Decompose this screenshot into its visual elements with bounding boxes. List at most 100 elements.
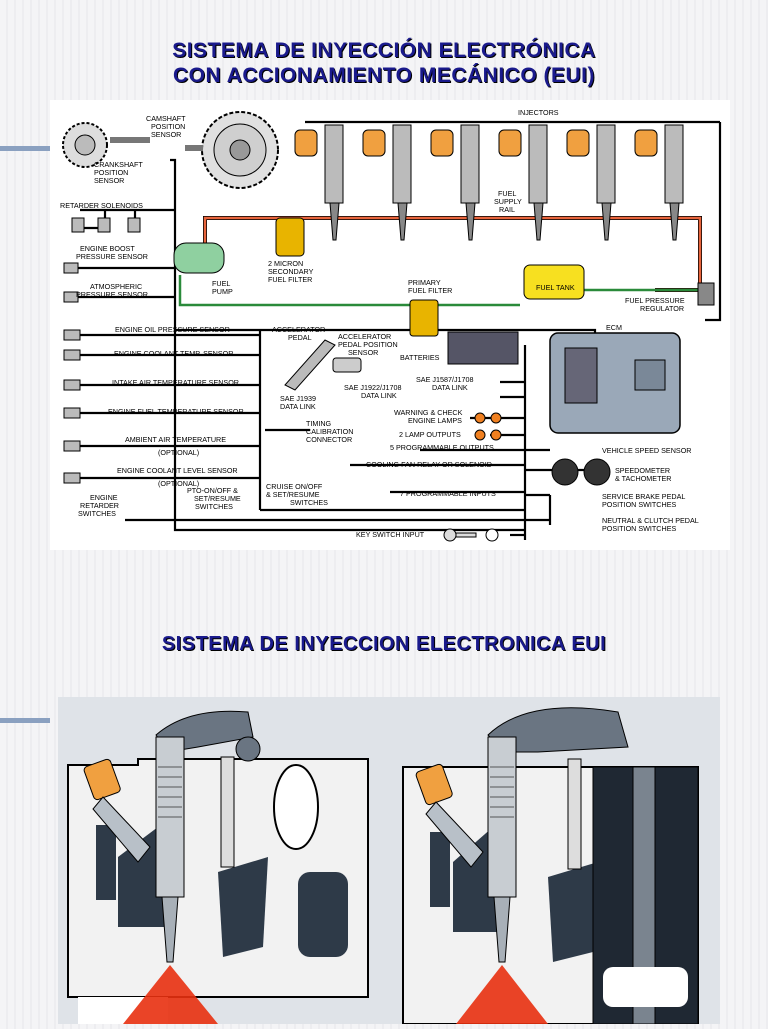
injector-icon — [634, 124, 684, 241]
key-icon — [443, 528, 499, 542]
injector-left-icon — [83, 736, 185, 963]
injector-icon — [498, 124, 548, 241]
eui-system-diagram: INJECTORS CAMSHAFT POSITION SENSOR CRANK… — [50, 100, 730, 550]
label-ecm: ECM — [606, 323, 622, 332]
fuel-tank-icon — [523, 264, 585, 300]
label-brake-2: POSITION SWITCHES — [602, 500, 676, 509]
wiring-harness — [78, 120, 722, 540]
label-aps-3: SENSOR — [348, 348, 378, 357]
label-boost-1: ENGINE BOOST — [80, 244, 135, 253]
slide-title-2: SISTEMA DE INYECCION ELECTRONICA EUI — [161, 633, 607, 655]
speedometer-icon — [551, 458, 579, 486]
label-j1587-2: DATA LINK — [432, 383, 468, 392]
label-warning-2: ENGINE LAMPS — [408, 416, 462, 425]
crankshaft-sensor-icon — [110, 137, 150, 143]
label-regulator-1: FUEL PRESSURE — [625, 296, 685, 305]
label-fuel-temp: ENGINE FUEL TEMPERATURE SENSOR — [108, 407, 244, 416]
fuel-pump-icon — [173, 242, 225, 274]
injector-icon — [430, 124, 480, 241]
label-atmospheric-1: ATMOSPHERIC — [90, 282, 142, 291]
label-cruise-1: CRUISE ON/OFF — [266, 482, 323, 491]
label-j1587-1: SAE J1587/J1708 — [416, 375, 474, 384]
label-intake-air: INTAKE AIR TEMPERATURE SENSOR — [112, 378, 239, 387]
injector-right-icon — [415, 736, 517, 963]
label-warning-1: WARNING & CHECK — [394, 408, 463, 417]
label-oil-pressure: ENGINE OIL PRESSURE SENSOR — [115, 325, 230, 334]
pressure-regulator-icon — [697, 282, 715, 306]
slide-title-line-1: SISTEMA DE INYECCIÓN ELECTRÓNICA — [172, 39, 596, 62]
label-j1939-1: SAE J1939 — [280, 394, 316, 403]
camshaft-gear-icon — [201, 111, 279, 189]
valve-stem-right — [567, 758, 582, 870]
eui-wiring-diagram: INJECTORS CAMSHAFT POSITION SENSOR CRANK… — [60, 108, 722, 542]
accent-bar-bottom — [0, 718, 50, 723]
label-retarder-solenoids: RETARDER SOLENOIDS — [60, 201, 143, 210]
valve-stem-left — [220, 756, 235, 868]
slide-title-line-2: CON ACCIONAMIENTO MECÁNICO (EUI) — [173, 64, 595, 87]
label-secondary-3: FUEL FILTER — [268, 275, 312, 284]
label-regulator-2: REGULATOR — [640, 304, 684, 313]
label-secondary-2: SECONDARY — [268, 267, 314, 276]
label-cruise-3: SWITCHES — [290, 498, 328, 507]
label-ambient-1: AMBIENT AIR TEMPERATURE — [125, 435, 226, 444]
batteries-icon — [447, 331, 519, 365]
accelerator-pedal-icon — [284, 339, 336, 391]
label-pto-2: SET/RESUME — [194, 494, 241, 503]
label-crankshaft-2: POSITION — [94, 168, 128, 177]
label-retarder-sw-3: SWITCHES — [78, 509, 116, 518]
label-rail-2: SUPPLY — [494, 197, 522, 206]
label-j1939-2: DATA LINK — [280, 402, 316, 411]
label-crankshaft-3: SENSOR — [94, 176, 124, 185]
label-retarder-sw-2: RETARDER — [80, 501, 119, 510]
cylinder-head-right — [402, 766, 699, 1025]
label-pump-1: FUEL — [212, 279, 230, 288]
label-batteries: BATTERIES — [400, 353, 440, 362]
label-secondary-1: 2 MICRON — [268, 259, 303, 268]
label-speedo-2: & TACHOMETER — [615, 474, 671, 483]
accent-bar-top — [0, 146, 50, 151]
label-retarder-sw-1: ENGINE — [90, 493, 118, 502]
label-crankshaft-1: CRANKSHAFT — [94, 160, 143, 169]
label-injectors: INJECTORS — [518, 108, 559, 117]
label-coolant-temp: ENGINE COOLANT TEMP. SENSOR — [114, 349, 233, 358]
label-prog-inputs: 7 PROGRAMMABLE INPUTS — [400, 489, 496, 498]
label-rail-3: RAIL — [499, 205, 515, 214]
label-camshaft-3: SENSOR — [151, 130, 181, 139]
secondary-filter-icon — [275, 217, 305, 257]
cylinder-head-left — [67, 758, 369, 1024]
cutaway-drawing — [67, 707, 699, 1025]
label-j1922-2: DATA LINK — [361, 391, 397, 400]
label-timing-1: TIMING — [306, 419, 332, 428]
label-ambient-2: (OPTIONAL) — [158, 448, 199, 457]
warning-lamps-icon — [474, 412, 502, 441]
label-speedo-1: SPEEDOMETER — [615, 466, 670, 475]
label-brake-1: SERVICE BRAKE PEDAL — [602, 492, 685, 501]
primary-filter-icon — [409, 299, 439, 337]
label-timing-3: CONNECTOR — [306, 435, 352, 444]
crankshaft-gear-icon — [62, 122, 108, 168]
label-clutch-2: POSITION SWITCHES — [602, 524, 676, 533]
label-pto-3: SWITCHES — [195, 502, 233, 511]
label-camshaft-2: POSITION — [151, 122, 185, 131]
tachometer-icon — [583, 458, 611, 486]
label-prog-outputs: 5 PROGRAMMABLE OUTPUTS — [390, 443, 494, 452]
label-accel-2: PEDAL — [288, 333, 312, 342]
label-aps-2: PEDAL POSITION — [338, 340, 398, 349]
label-coolant-level-1: ENGINE COOLANT LEVEL SENSOR — [117, 466, 238, 475]
label-lamp-outputs: 2 LAMP OUTPUTS — [399, 430, 461, 439]
camshaft-sensor-icon — [185, 145, 203, 151]
label-camshaft-1: CAMSHAFT — [146, 114, 186, 123]
injector-icon — [294, 124, 344, 241]
label-j1922-1: SAE J1922/J1708 — [344, 383, 402, 392]
rocker-arm-right-icon — [487, 707, 629, 753]
label-primary-1: PRIMARY — [408, 278, 441, 287]
fuel-spray-right — [456, 965, 548, 1024]
label-pto-1: PTO-ON/OFF & — [187, 486, 238, 495]
label-boost-2: PRESSURE SENSOR — [76, 252, 148, 261]
injector-row — [294, 124, 684, 241]
label-cooling-fan: COOLING FAN RELAY OR SOLENOID — [366, 460, 492, 469]
label-fuel-tank: FUEL TANK — [536, 283, 575, 292]
label-aps-1: ACCELERATOR — [338, 332, 391, 341]
label-accel-1: ACCELERATOR — [272, 325, 325, 334]
label-timing-2: CALIBRATION — [306, 427, 353, 436]
